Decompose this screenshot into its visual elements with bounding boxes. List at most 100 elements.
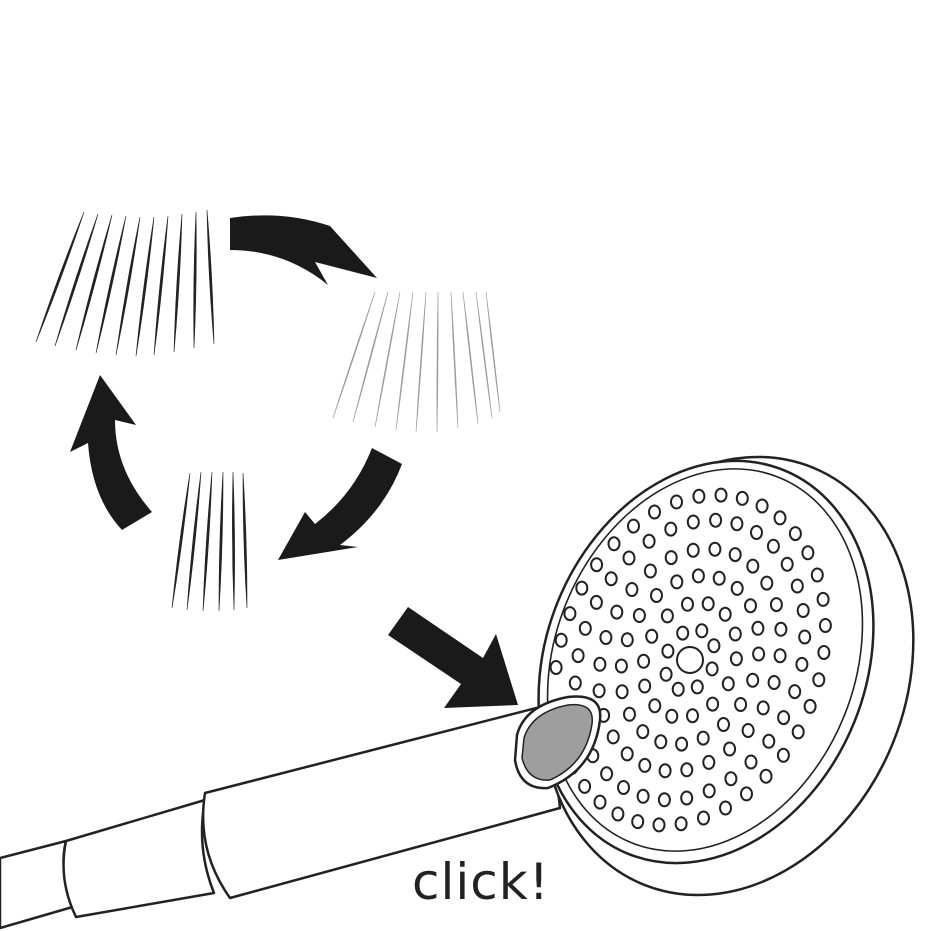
nozzle-icon [615,684,629,700]
nozzle-icon [575,580,589,596]
nozzle-icon [614,658,628,674]
nozzle-icon [658,763,672,779]
nozzle-icon [623,706,636,722]
nozzle-icon [788,526,802,542]
nozzle-icon [746,672,760,688]
nozzle-icon [712,570,726,586]
spray-streak [232,471,235,611]
nozzle-icon [723,741,737,757]
nozzle-icon [702,783,716,799]
nozzle-icon [773,648,787,664]
nozzle-icon [665,708,679,724]
nozzle-icon [571,648,585,664]
nozzle-icon [791,724,805,740]
nozzle-icon [676,625,690,641]
pointer-arrow [388,607,518,708]
spray-streak [436,291,439,433]
nozzle-icon [661,643,675,659]
spray-streak [462,291,479,425]
nozzle-icon [706,696,720,712]
nozzle-icon [599,630,613,645]
nozzle-icon [818,618,832,633]
nozzle-icon [606,729,620,745]
nozzle-icon [590,557,604,573]
nozzle-icon [728,547,742,563]
nozzle-icon [632,608,646,623]
nozzle-icon [690,679,704,695]
nozzle-icon [578,778,592,794]
nozzle-icon [741,723,755,738]
nozzle-icon [721,676,735,692]
nozzle-icon [697,810,710,826]
nozzle-icon [708,541,722,557]
spray-streak [173,213,183,353]
nozzle-icon [592,683,606,699]
nozzle-icon [652,817,666,833]
spray-streak [35,211,85,343]
cycle-arrow-right [278,448,402,560]
nozzle-icon [675,736,689,752]
center-nozzle-icon [676,646,704,674]
nozzle-icon [718,606,732,622]
nozzle-icon [707,638,721,654]
nozzle-icon [659,666,673,682]
nozzle-icon [756,700,770,716]
spray-mode-button[interactable] [513,695,602,790]
nozzle-icon [554,632,568,648]
nozzle-icon [705,661,719,677]
nozzle-icon [752,646,766,662]
nozzle-icon [760,575,774,591]
nozzle-icon [696,730,710,746]
nozzle-icon [719,800,732,816]
hose-connector [62,798,216,919]
nozzle-icon [617,780,630,795]
nozzle-icon [674,816,688,832]
nozzle-icon [638,757,652,773]
spray-streak [153,215,169,356]
spray-streak [171,472,191,609]
spray-streak [218,471,224,612]
nozzle-icon [709,512,723,528]
nozzle-icon [817,645,831,660]
nozzle-icon [717,717,730,732]
nozzle-icon [795,656,809,672]
nozzle-icon [728,626,742,642]
nozzle-icon [724,771,738,787]
nozzle-icon [766,538,780,554]
nozzle-icon [746,558,760,574]
spray-streak [332,291,376,419]
nozzle-icon [578,620,592,636]
nozzle-icon [691,568,705,584]
nozzle-icon [636,724,650,740]
nozzle-icon [686,542,700,558]
nozzle-icon [670,574,684,590]
handle [201,703,562,900]
nozzle-icon [680,790,694,806]
spray-streak [186,471,202,611]
nozzle-icon [593,794,607,810]
nozzle-icon [660,608,674,624]
nozzle-icon [755,498,769,514]
cycle-arrow-left [70,375,152,530]
nozzle-icon [816,591,830,607]
soft-spray-icon [332,291,501,433]
spray-streak [242,472,248,609]
spray-streak [202,471,213,612]
nozzle-icon [734,697,748,712]
nozzle-icon [769,597,783,613]
nozzle-icon [631,814,645,830]
nozzle-icon [750,525,763,540]
nozzle-icon [762,733,776,749]
nozzle-icon [744,754,758,770]
nozzle-icon [593,656,607,672]
nozzle-icon [568,675,582,691]
nozzle-icon [695,623,709,639]
nozzle-icon [777,710,791,726]
spray-streak [352,291,389,423]
nozzle-icon [645,628,659,644]
nozzle-icon [625,582,639,597]
nozzle-icon [729,651,743,667]
nozzle-icon [774,621,788,637]
